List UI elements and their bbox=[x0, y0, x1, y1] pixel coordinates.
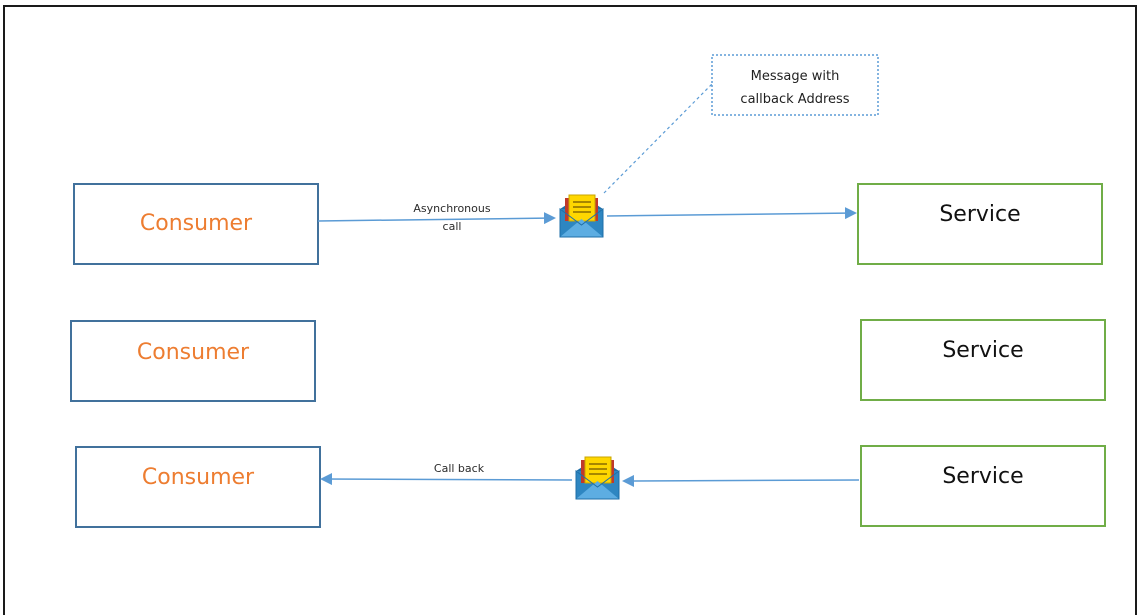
row-2: Consumer Service bbox=[70, 319, 1106, 402]
note-line2: callback Address bbox=[740, 92, 849, 107]
consumer-box[interactable] bbox=[70, 320, 316, 402]
service-label: Service bbox=[942, 464, 1023, 489]
service-box[interactable] bbox=[860, 319, 1106, 401]
async-call-label-line1: Asynchronous bbox=[413, 202, 490, 215]
async-call-label-line2: call bbox=[443, 220, 462, 233]
note-line1: Message with bbox=[751, 69, 840, 84]
callback-label: Call back bbox=[434, 462, 485, 475]
envelope-message-icon bbox=[575, 456, 620, 500]
consumer-label: Consumer bbox=[137, 340, 250, 365]
row-1: Consumer Service Asynchronous call Messa… bbox=[73, 54, 1103, 265]
service-box[interactable] bbox=[860, 445, 1106, 527]
async-call-arrow bbox=[317, 212, 556, 225]
consumer-box[interactable] bbox=[75, 446, 321, 528]
note-connector bbox=[603, 83, 713, 194]
envelope-message-icon bbox=[559, 194, 604, 238]
service-label: Service bbox=[942, 338, 1023, 363]
service-box[interactable] bbox=[857, 183, 1103, 265]
envelope-to-service-arrow bbox=[606, 207, 857, 220]
service-to-envelope-arrow bbox=[622, 474, 860, 487]
row-3: Consumer Service Call back bbox=[75, 445, 1106, 528]
consumer-box[interactable] bbox=[73, 183, 319, 265]
service-label: Service bbox=[939, 202, 1020, 227]
consumer-label: Consumer bbox=[142, 465, 255, 490]
callback-arrow bbox=[320, 473, 573, 486]
callback-address-note bbox=[711, 54, 879, 116]
consumer-label: Consumer bbox=[140, 211, 253, 236]
